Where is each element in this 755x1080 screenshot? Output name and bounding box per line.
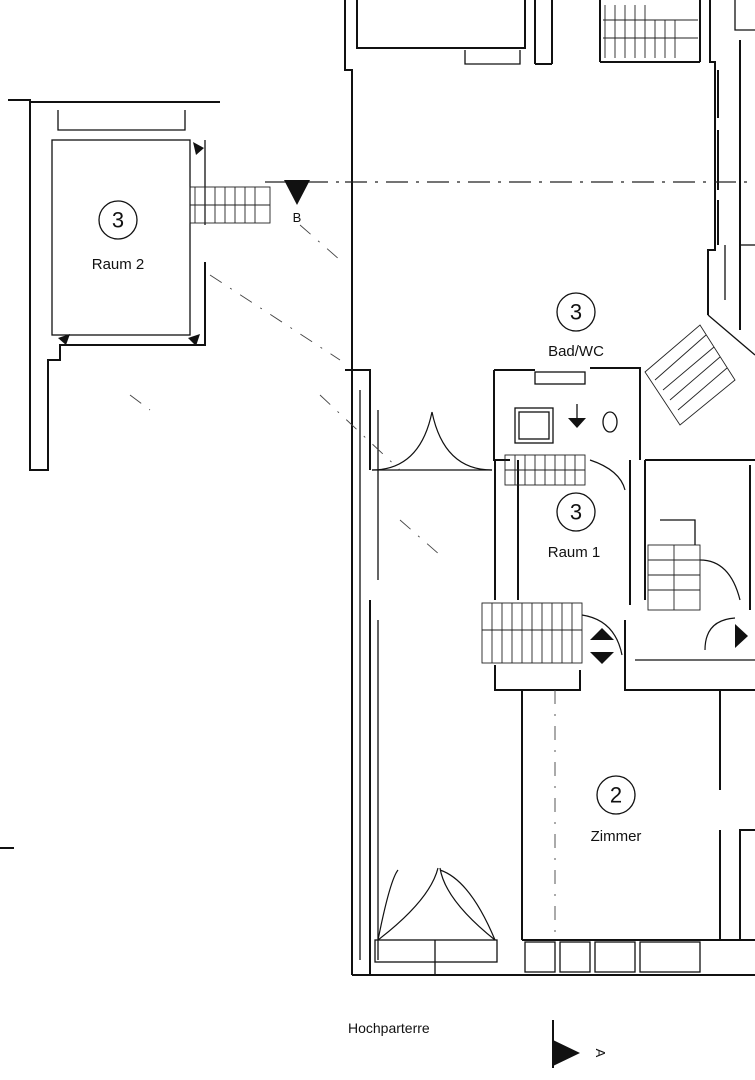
room-number: 3 <box>112 208 124 233</box>
room-number: 3 <box>570 500 582 525</box>
room-name: Raum 2 <box>92 256 145 273</box>
room-label-zimmer: 2 Zimmer <box>591 775 642 845</box>
arrow-down-icon <box>590 652 614 664</box>
arrow-up-icon <box>590 628 614 640</box>
top-walls <box>344 0 755 975</box>
section-marker-a: A <box>552 1020 608 1068</box>
room-number: 2 <box>610 783 622 808</box>
room-number: 3 <box>570 300 582 325</box>
room-name: Zimmer <box>591 828 642 845</box>
room-name: Bad/WC <box>548 343 604 360</box>
section-marker-label: B <box>293 210 302 225</box>
east-rooms-walls <box>624 459 755 691</box>
raum-1-walls <box>481 454 631 691</box>
room-number-circle <box>556 292 596 332</box>
room-name: Raum 1 <box>548 544 601 561</box>
section-marker-b: B <box>284 180 310 225</box>
room-label-raum-1: 3 Raum 1 <box>548 492 601 561</box>
arrow-right-icon <box>735 624 748 648</box>
room-label-bad-wc: 3 Bad/WC <box>548 292 604 360</box>
bad-wc-walls <box>493 367 641 461</box>
zimmer-walls <box>521 690 755 973</box>
room-number-circle <box>98 200 138 240</box>
room-number-circle <box>596 775 636 815</box>
floor-label: Hochparterre <box>348 1020 430 1036</box>
stair-east <box>644 324 736 426</box>
corridor-walls <box>319 369 755 976</box>
raum-2-walls <box>8 99 271 471</box>
room-number-circle <box>556 492 596 532</box>
room-label-raum-2: 3 Raum 2 <box>92 200 145 273</box>
section-marker-label: A <box>593 1049 608 1058</box>
